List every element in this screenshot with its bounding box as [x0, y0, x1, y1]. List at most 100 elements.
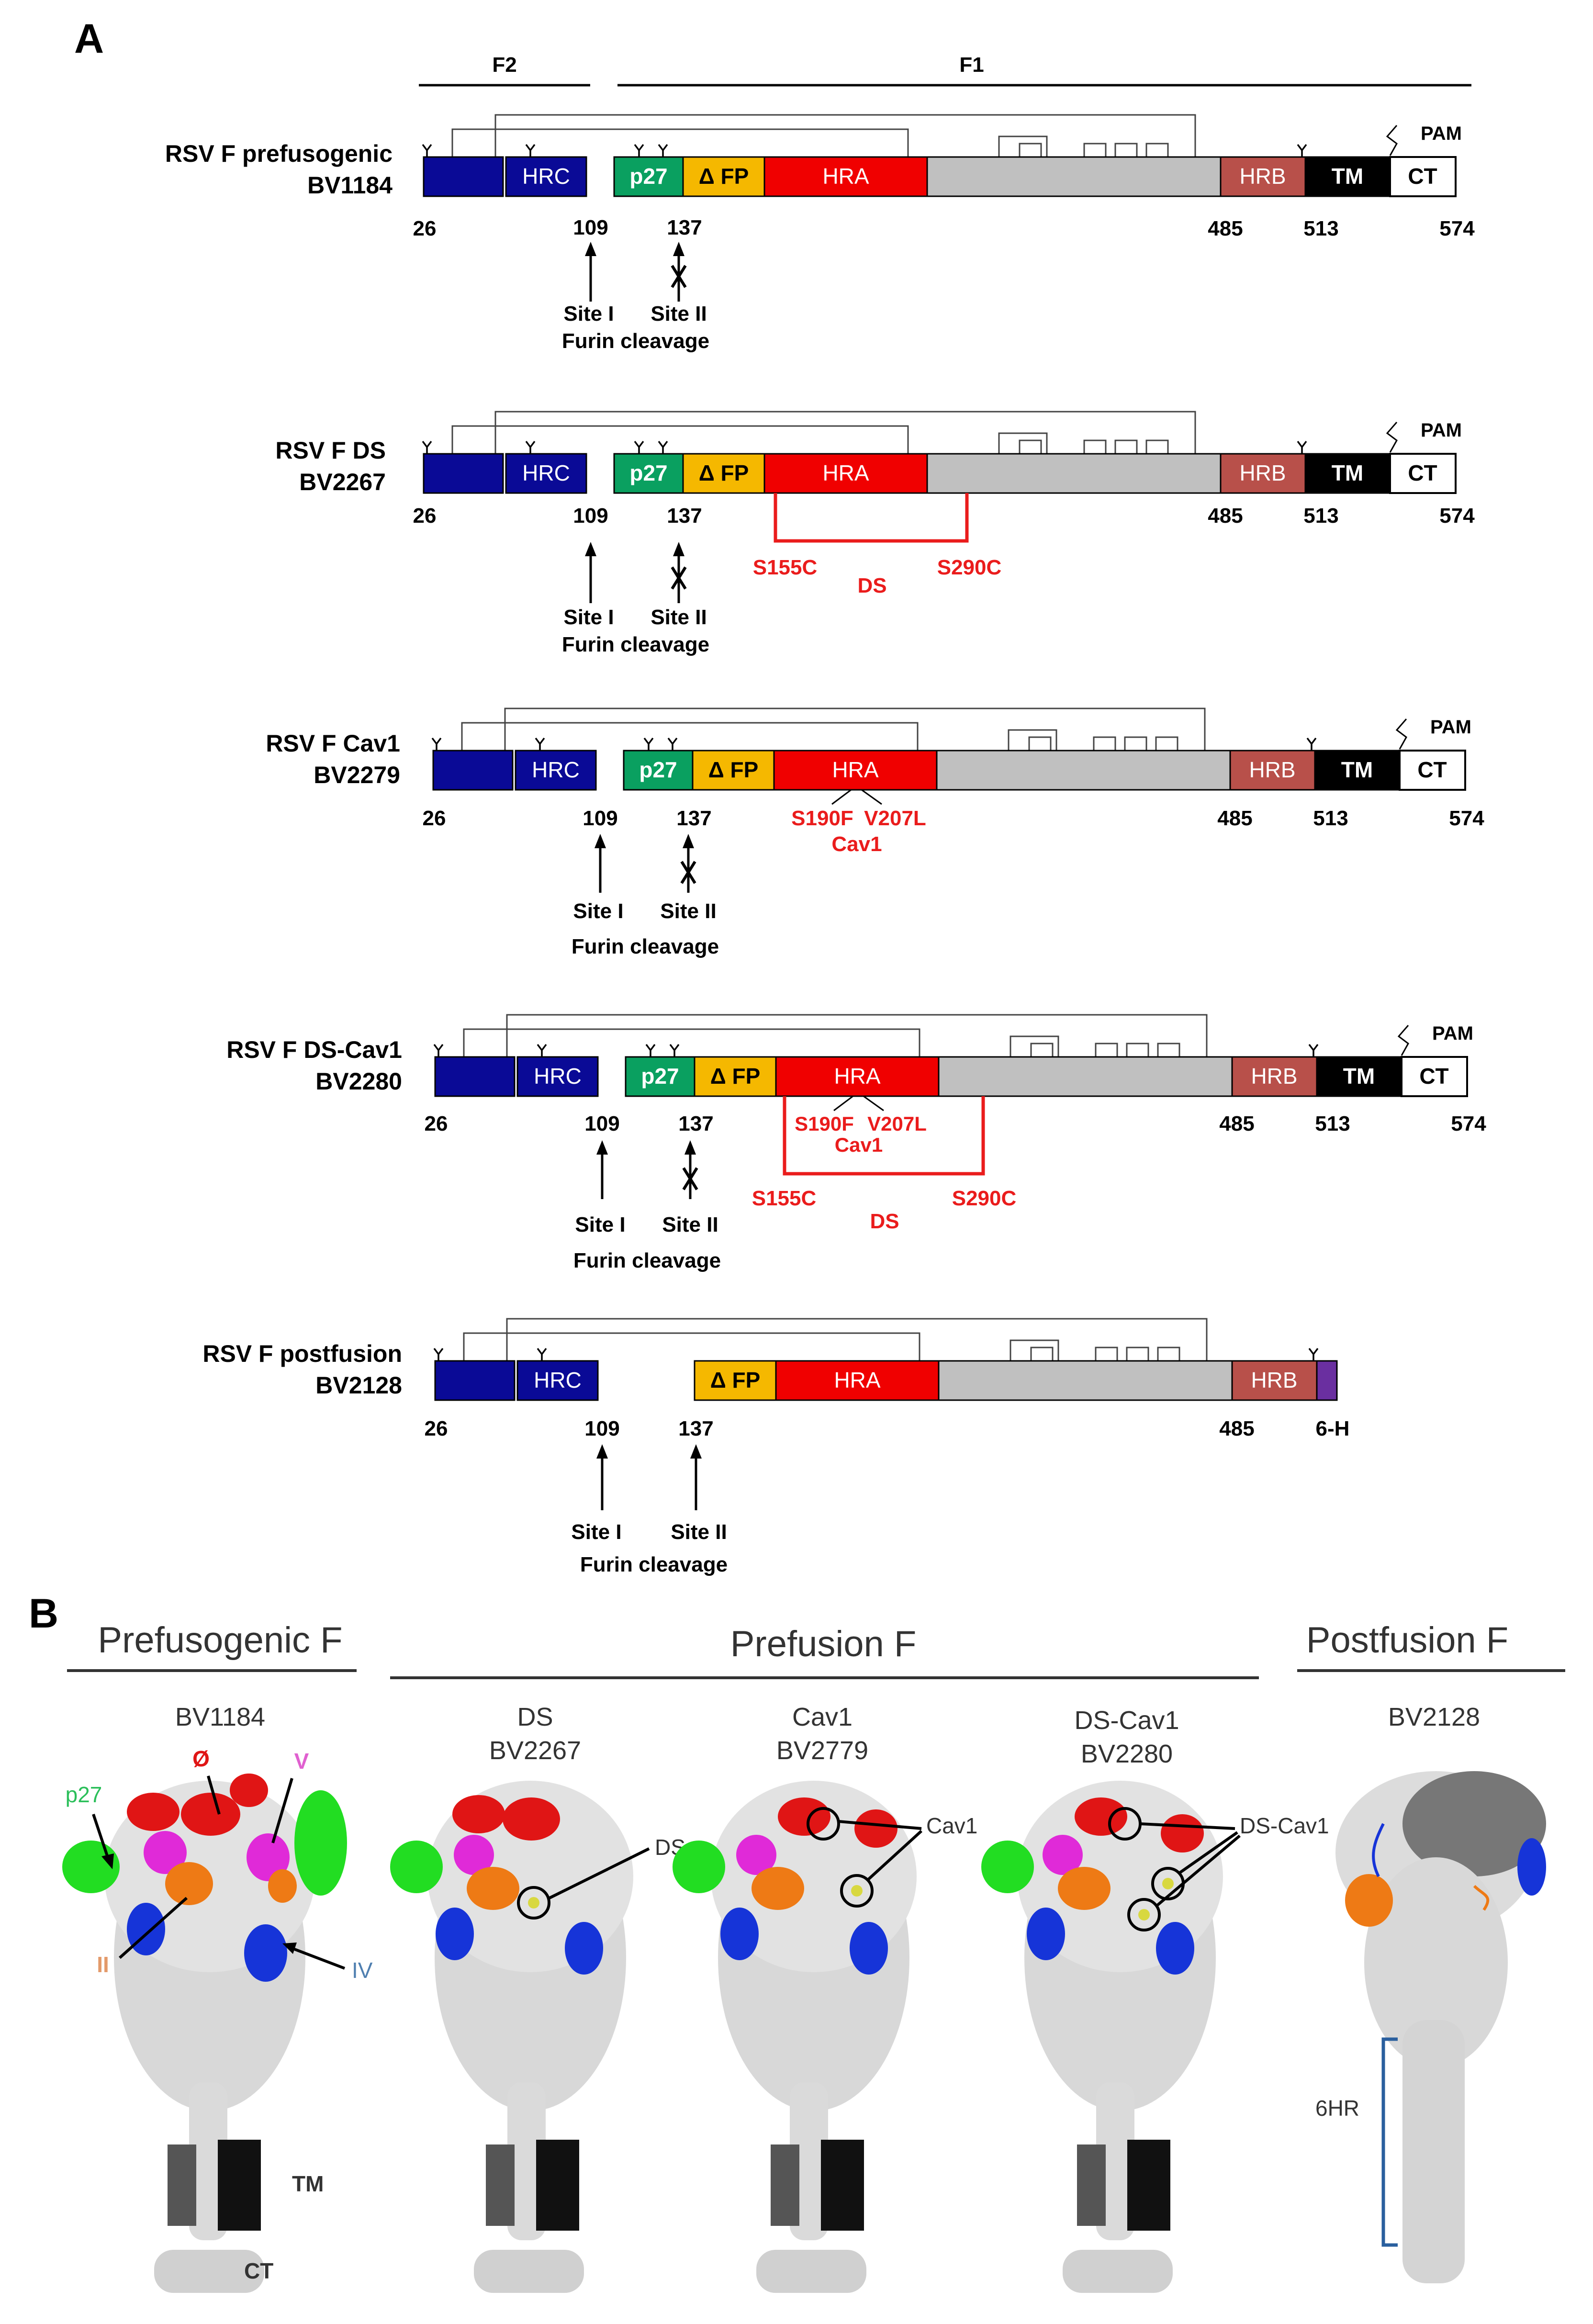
domain-tm: TM	[1343, 1064, 1375, 1089]
position-137: 137	[678, 1417, 713, 1440]
structure-label-bv2128: BV2128	[1388, 1703, 1480, 1731]
furin-label: Furin cleavage	[572, 935, 719, 958]
label-ct: CT	[244, 2258, 273, 2283]
position-485: 485	[1208, 217, 1243, 240]
site-2-arrow-blocked	[671, 542, 687, 603]
structure-bv2779	[673, 1781, 917, 2293]
site-2-label: Site II	[662, 1213, 718, 1236]
construct-name: RSV F DS	[275, 437, 386, 464]
construct-ds-cav1: RSV F DS-Cav1 BV2280 HRC p27 Δ FP HRA HR…	[226, 1014, 1486, 1272]
site-1-label: Site I	[563, 302, 614, 326]
epitope-label-site-v: V	[294, 1749, 309, 1774]
position-513: 513	[1303, 217, 1338, 240]
domain-hrb: HRB	[1251, 1064, 1297, 1089]
domain-dfp: Δ FP	[710, 1064, 761, 1089]
mutation-cav1: Cav1	[835, 1134, 883, 1156]
site-1-arrow	[585, 242, 596, 302]
site-1-arrow	[585, 542, 596, 603]
mutation-ds: DS	[870, 1210, 899, 1233]
mutation-label-cav1: Cav1	[926, 1813, 977, 1838]
site-2-label: Site II	[651, 302, 707, 326]
palmitoylation-icon	[1395, 719, 1407, 750]
palmitoylation-icon	[1386, 422, 1398, 453]
disulfide-brackets	[463, 1318, 1208, 1362]
label-6hr: 6HR	[1315, 2096, 1359, 2121]
structure-label-bv2267: BV2267	[489, 1736, 581, 1765]
position-485: 485	[1208, 504, 1243, 528]
header-postfusion: Postfusion F	[1306, 1620, 1508, 1661]
construct-id: BV2279	[314, 762, 400, 788]
site-2-arrow-blocked	[671, 242, 687, 302]
panel-label-a: A	[74, 16, 104, 62]
cav1-mutation-marks	[833, 1095, 884, 1111]
construct-id: BV1184	[307, 172, 393, 199]
domain-dfp: Δ FP	[708, 757, 759, 782]
position-485: 485	[1219, 1417, 1254, 1440]
domain-ct: CT	[1408, 460, 1437, 485]
mutation-s190f: S190F	[795, 1112, 854, 1135]
position-26: 26	[425, 1112, 448, 1135]
pam-label: PAM	[1432, 1023, 1473, 1044]
cav1-mutation-marks	[831, 789, 882, 805]
position-513: 513	[1315, 1112, 1350, 1135]
mutation-s290c: S290C	[952, 1187, 1017, 1210]
site-1-arrow	[595, 834, 606, 893]
site-2-arrow-blocked	[680, 834, 696, 893]
domain-hra: HRA	[822, 164, 869, 189]
region-label-f1: F1	[959, 53, 984, 77]
position-137: 137	[667, 504, 702, 528]
domain-bar: HRC p27 Δ FP HRA HRB TM CT	[432, 750, 1466, 791]
panel-label-b: B	[29, 1591, 58, 1637]
site-2-arrow-blocked	[682, 1140, 698, 1199]
site-2-label: Site II	[651, 606, 707, 629]
domain-hrb: HRB	[1239, 164, 1286, 189]
position-109: 109	[573, 216, 608, 239]
position-137: 137	[678, 1112, 713, 1135]
domain-p27: p27	[629, 460, 667, 485]
construct-prefusogenic: RSV F prefusogenic BV1184 HRC p27 Δ FP H…	[165, 114, 1475, 353]
structure-bv2128	[1335, 1771, 1546, 2283]
position-574: 574	[1449, 807, 1484, 830]
domain-bar: HRC p27 Δ FP HRA HRB TM CT	[423, 156, 1457, 197]
domain-hrc: HRC	[532, 757, 580, 782]
position-109: 109	[583, 807, 617, 830]
position-26: 26	[413, 504, 437, 528]
position-574: 574	[1439, 504, 1475, 528]
disulfide-brackets	[451, 114, 1196, 158]
furin-label: Furin cleavage	[562, 633, 709, 656]
domain-p27: p27	[639, 757, 677, 782]
position-574: 574	[1439, 217, 1475, 240]
domain-hra: HRA	[832, 757, 878, 782]
header-prefusion: Prefusion F	[730, 1624, 917, 1664]
ds-disulfide-bracket	[774, 493, 969, 543]
label-tm: TM	[292, 2171, 324, 2196]
construct-name: RSV F Cav1	[266, 730, 400, 757]
domain-dfp: Δ FP	[699, 164, 749, 189]
domain-hrb: HRB	[1239, 460, 1286, 485]
position-137: 137	[667, 216, 702, 239]
domain-hrb: HRB	[1251, 1368, 1297, 1392]
mutation-s155c: S155C	[753, 556, 818, 579]
position-109: 109	[584, 1112, 619, 1135]
construct-postfusion: RSV F postfusion BV2128 HRC Δ FP HRA HRB	[202, 1318, 1349, 1576]
position-513: 513	[1303, 504, 1338, 528]
position-574: 574	[1451, 1112, 1486, 1135]
domain-dfp: Δ FP	[710, 1368, 761, 1392]
mutation-cav1: Cav1	[831, 832, 882, 856]
furin-label: Furin cleavage	[580, 1553, 728, 1576]
domain-p27: p27	[641, 1064, 679, 1089]
header-prefusogenic: Prefusogenic F	[98, 1620, 342, 1661]
construct-id: BV2280	[315, 1068, 402, 1095]
domain-tm: TM	[1332, 164, 1363, 189]
mutation-s190f: S190F	[791, 807, 853, 830]
domain-hrc: HRC	[522, 164, 570, 189]
region-bar-f1: F1	[617, 53, 1471, 87]
domain-hra: HRA	[834, 1368, 880, 1392]
construct-ds: RSV F DS BV2267 HRC p27 Δ FP HRA HRB TM	[275, 411, 1475, 656]
mutation-v207l: V207L	[864, 807, 926, 830]
domain-tm: TM	[1341, 757, 1373, 782]
structure-label-ds: DS	[517, 1703, 553, 1731]
site-2-label: Site II	[660, 899, 716, 923]
domain-hra: HRA	[834, 1064, 880, 1089]
